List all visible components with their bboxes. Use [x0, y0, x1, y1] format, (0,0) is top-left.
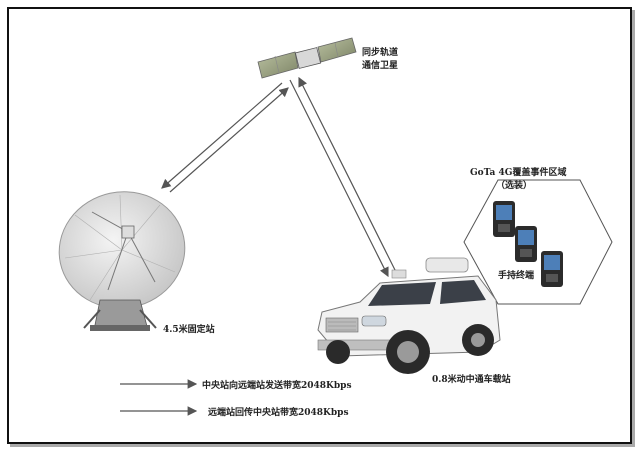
vehicle-station-label: 0.8米动中通车载站: [432, 375, 511, 385]
satellite-label-line1: 同步轨道: [362, 48, 399, 58]
link-arrows: [161, 76, 399, 278]
coverage-hexagon: [463, 179, 613, 305]
coverage-title: GoTa 4G覆盖事件区域: [470, 168, 567, 178]
legend-downlink-label: 中央站向远端站发送带宽2048Kbps: [202, 381, 352, 391]
fixed-station-label: 4.5米固定站: [163, 325, 215, 335]
coverage-subtitle: （选装）: [496, 181, 533, 191]
sat-to-vehicle-arrow: [289, 79, 389, 278]
handset-icon: [493, 201, 563, 287]
sat-to-fixed-arrow: [161, 82, 283, 189]
legend-uplink-label: 远端站回传中央站带宽2048Kbps: [208, 408, 349, 418]
satellite-icon: [257, 37, 357, 79]
fixed-to-sat-arrow: [169, 87, 289, 193]
vehicle-to-sat-arrow: [298, 76, 399, 277]
satellite-label-line2: 通信卫星: [362, 61, 399, 71]
legend: [120, 379, 198, 416]
dish-antenna-icon: [58, 191, 186, 331]
handset-label: 手持终端: [498, 271, 535, 281]
suv-vehicle-icon: [317, 257, 501, 374]
